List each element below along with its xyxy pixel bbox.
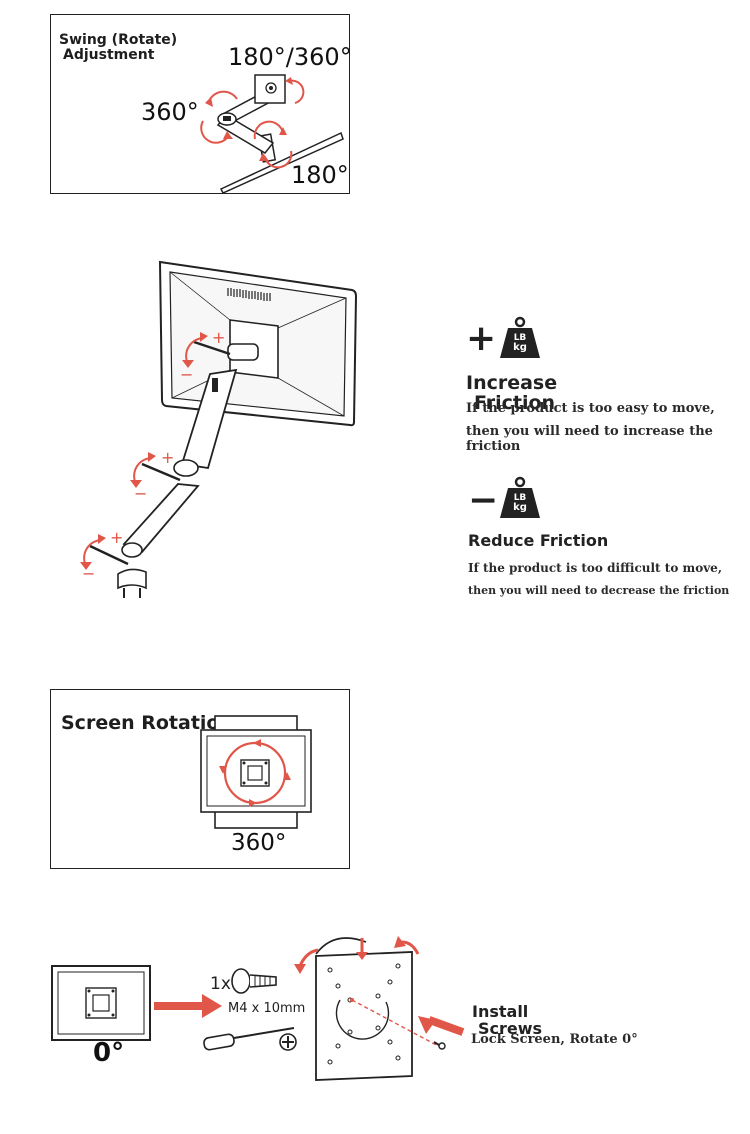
rotation-panel: Screen Rotation 360° (50, 689, 350, 869)
friction-arm-illustration (80, 260, 358, 598)
install-title-line2: Screws (478, 1019, 543, 1038)
swing-deg-top: 180°/360° (228, 43, 352, 71)
reduce-title: Reduce Friction (468, 531, 609, 550)
weight-kg: kg (513, 502, 527, 513)
weight-lb: LB (513, 493, 527, 503)
arrow-right-icon (154, 994, 222, 1018)
minus-mark-middle: − (134, 484, 148, 503)
minus-mark-bottom: − (82, 564, 96, 583)
swing-panel: Swing (Rotate) Adjustment 180°/360° 360°… (50, 14, 352, 194)
increase-desc-line2: then you will need to increase the frict… (466, 424, 713, 454)
weight-kg: kg (513, 342, 527, 353)
screwdriver-icon (203, 1027, 295, 1051)
increase-title-line2: Friction (474, 392, 556, 414)
arrow-left-icon (418, 1016, 465, 1036)
weight-icon-increase: LB kg (498, 316, 542, 360)
swing-arm-illustration (200, 74, 344, 194)
rotation-illustration (200, 715, 312, 829)
monitor-front-illustration (51, 965, 151, 1041)
rotation-title: Screen Rotation (61, 712, 233, 734)
increase-sign: + (466, 318, 497, 359)
swing-title-line2: Adjustment (63, 47, 155, 63)
reduce-desc-line2: then you will need to decrease the frict… (468, 584, 730, 597)
screw-size: M4 x 10mm (228, 1001, 306, 1016)
reduce-desc-line1: If the product is too difficult to move, (468, 561, 722, 575)
swing-title-line1: Swing (Rotate) (59, 32, 178, 48)
swing-deg-left: 360° (141, 98, 199, 126)
plus-mark-bottom: + (110, 528, 124, 547)
reduce-sign: − (468, 480, 499, 521)
install-subtitle: Lock Screen, Rotate 0° (471, 1032, 638, 1047)
weight-icon-reduce: LB kg (498, 476, 542, 520)
increase-desc-line1: If the product is too easy to move, (466, 401, 715, 416)
mount-plate-illustration (294, 936, 446, 1081)
plus-mark-middle: + (161, 448, 175, 467)
rotation-degrees: 360° (231, 830, 287, 856)
phillips-icon (279, 1033, 297, 1051)
increase-title-line1: Increase (466, 372, 558, 394)
weight-lb: LB (513, 333, 527, 343)
plus-mark-top: + (212, 328, 226, 347)
install-title-line1: Install (472, 1002, 529, 1021)
screw-icon (231, 968, 277, 994)
minus-mark-top: − (180, 365, 194, 384)
swing-deg-bottom: 180° (291, 161, 349, 189)
install-left-deg: 0° (93, 1038, 125, 1068)
screw-qty: 1x (210, 974, 231, 994)
